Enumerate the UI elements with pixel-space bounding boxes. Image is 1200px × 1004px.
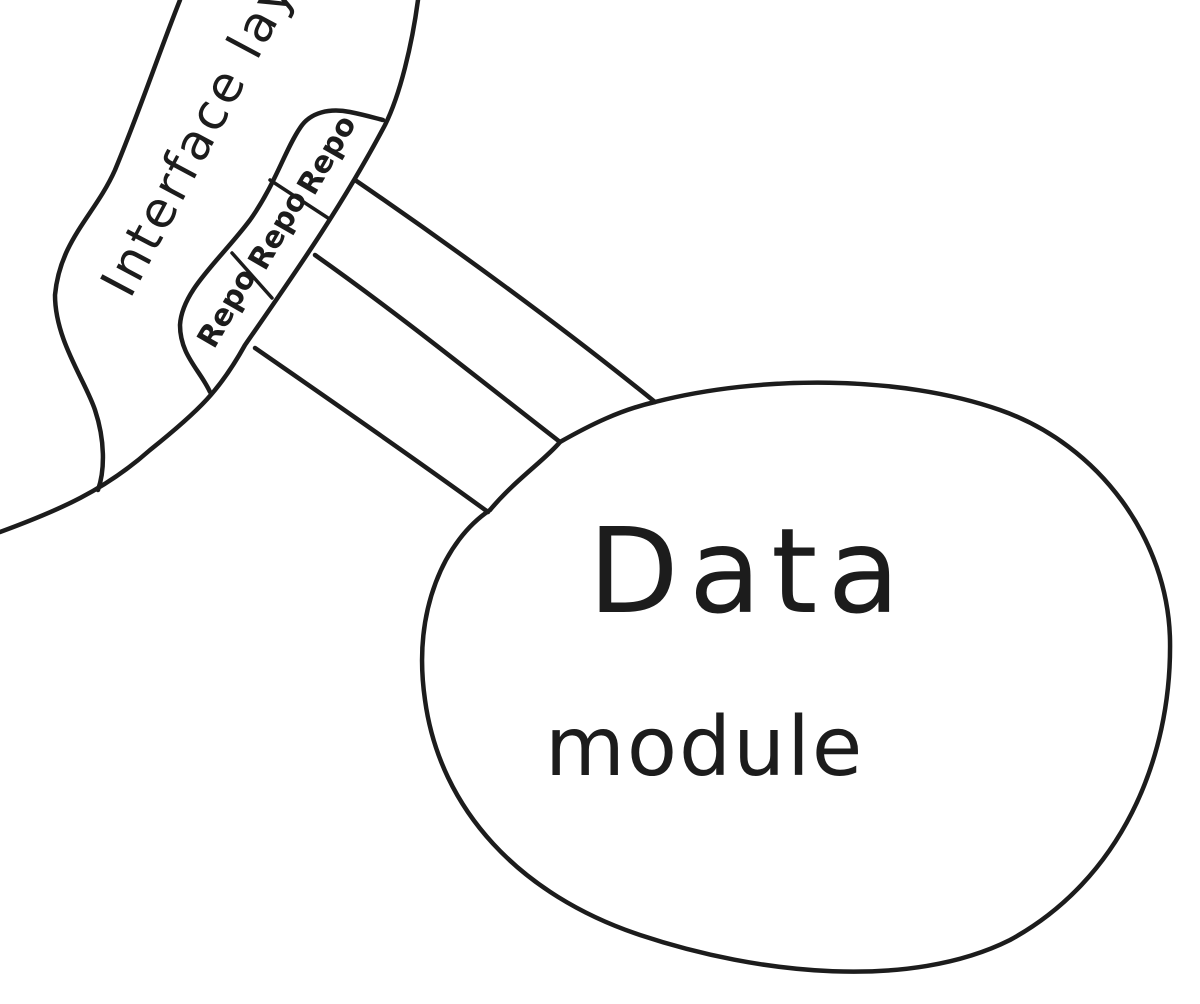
- data-module-subtitle: module: [545, 700, 864, 795]
- interface-layer: Interface layer: [0, 0, 421, 535]
- connector-line-3: [352, 177, 658, 405]
- data-module-title: Data: [588, 502, 910, 640]
- interface-layer-inner-edge: [52, 0, 183, 493]
- interface-layer-label: Interface layer: [89, 0, 333, 306]
- connector-line-2: [312, 252, 563, 445]
- data-module-outline: [419, 380, 1173, 974]
- repo-divider-2: [268, 178, 330, 220]
- repo-connectors: [252, 177, 658, 515]
- interface-layer-outer-edge: [0, 0, 421, 535]
- data-module: Data module: [419, 380, 1173, 974]
- connector-line-1: [252, 345, 491, 515]
- repo-slot-outline: [177, 108, 386, 395]
- repo-divider-1: [230, 251, 274, 300]
